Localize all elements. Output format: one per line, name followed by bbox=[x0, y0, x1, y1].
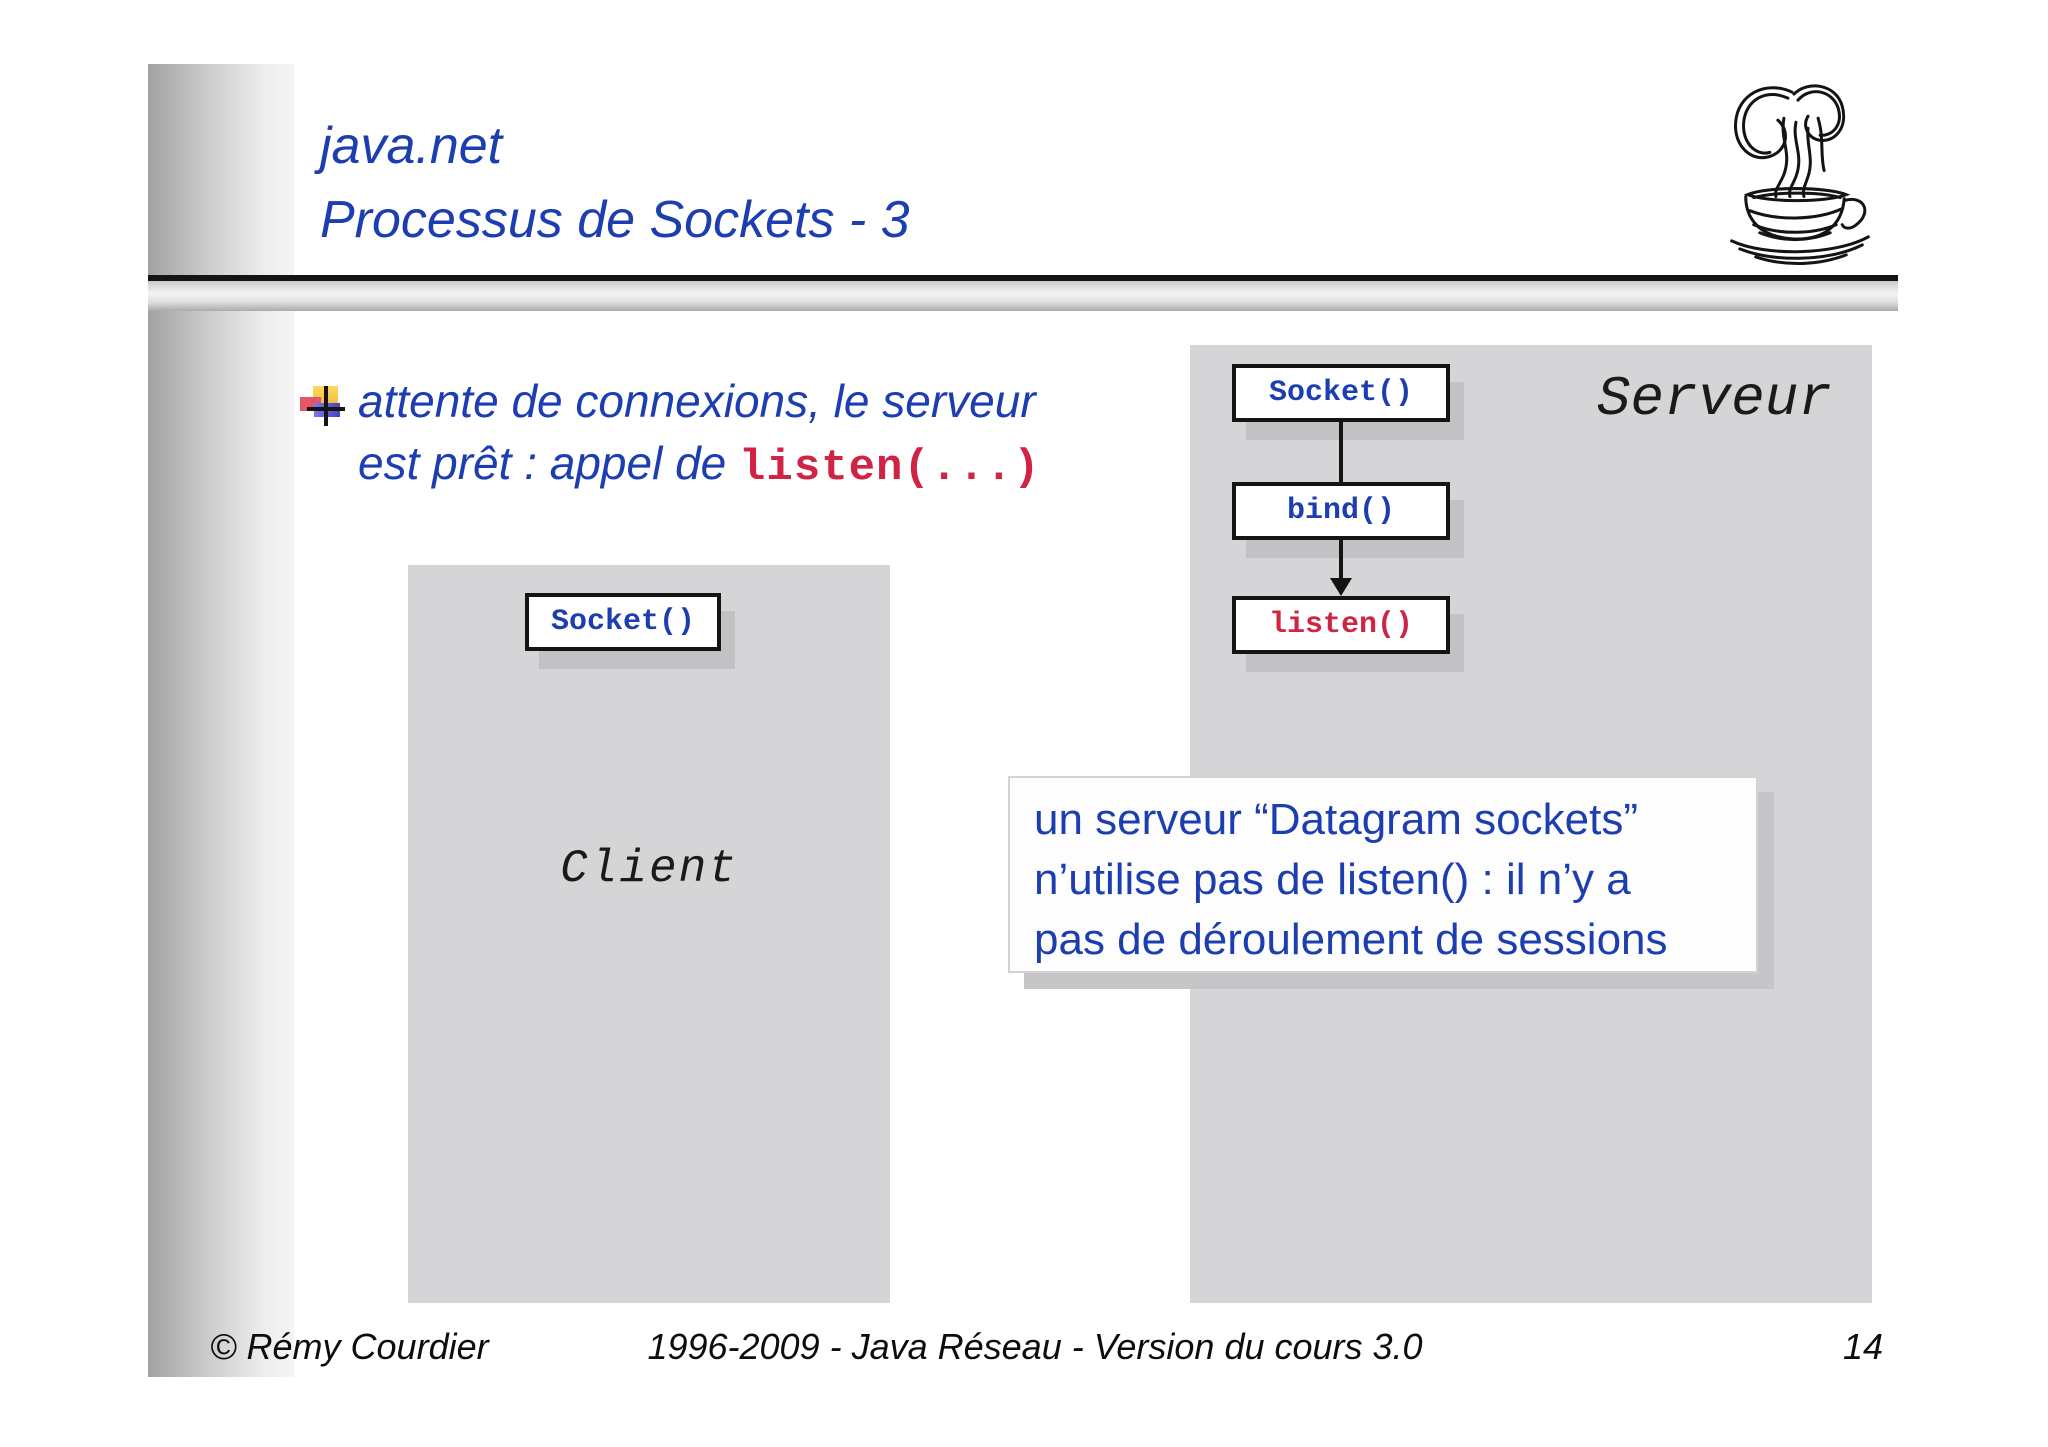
slide-title-line2: Processus de Sockets - 3 bbox=[320, 191, 910, 249]
bullet-dagger-crossbar bbox=[307, 407, 345, 411]
bullet-text-line2: est prêt : appel de listen(...) bbox=[358, 436, 1040, 493]
callout-line1: un serveur “Datagram sockets” bbox=[1034, 795, 1638, 844]
footer-copyright: © Rémy Courdier bbox=[210, 1326, 489, 1367]
connector-socket-to-bind bbox=[1339, 422, 1343, 482]
client-panel: Socket() Client bbox=[408, 565, 890, 1303]
server-panel-label: Serveur bbox=[1596, 367, 1832, 431]
header-gradient-bar bbox=[148, 281, 1898, 311]
server-listen-box: listen() bbox=[1232, 596, 1450, 654]
footer-course-info: 1996-2009 - Java Réseau - Version du cou… bbox=[647, 1326, 1423, 1367]
datagram-note-callout: un serveur “Datagram sockets” n’utilise … bbox=[1008, 776, 1758, 973]
slide-title-line1: java.net bbox=[320, 117, 503, 175]
callout-line3: pas de déroulement de sessions bbox=[1034, 915, 1668, 964]
footer-page-number: 14 bbox=[1843, 1326, 1884, 1367]
callout-line2: n’utilise pas de listen() : il n’y a bbox=[1034, 855, 1631, 904]
arrowhead-down-icon bbox=[1330, 578, 1352, 596]
client-socket-box: Socket() bbox=[525, 593, 721, 651]
connector-bind-to-listen bbox=[1339, 540, 1343, 578]
bullet-listen-code: listen(...) bbox=[739, 443, 1041, 493]
bullet-text-line2-prefix: est prêt : appel de bbox=[358, 437, 740, 489]
bullet-dagger-stem bbox=[324, 386, 328, 426]
bullet-text-line1: attente de connexions, le serveur bbox=[358, 375, 1036, 427]
java-dagger-bullet-icon bbox=[300, 386, 346, 426]
left-gradient-bar bbox=[148, 64, 294, 1377]
server-socket-box: Socket() bbox=[1232, 364, 1450, 422]
server-bind-box: bind() bbox=[1232, 482, 1450, 540]
client-panel-label: Client bbox=[560, 843, 738, 895]
java-coffee-cup-icon bbox=[1730, 84, 1870, 265]
header-rule-line bbox=[148, 275, 1898, 281]
